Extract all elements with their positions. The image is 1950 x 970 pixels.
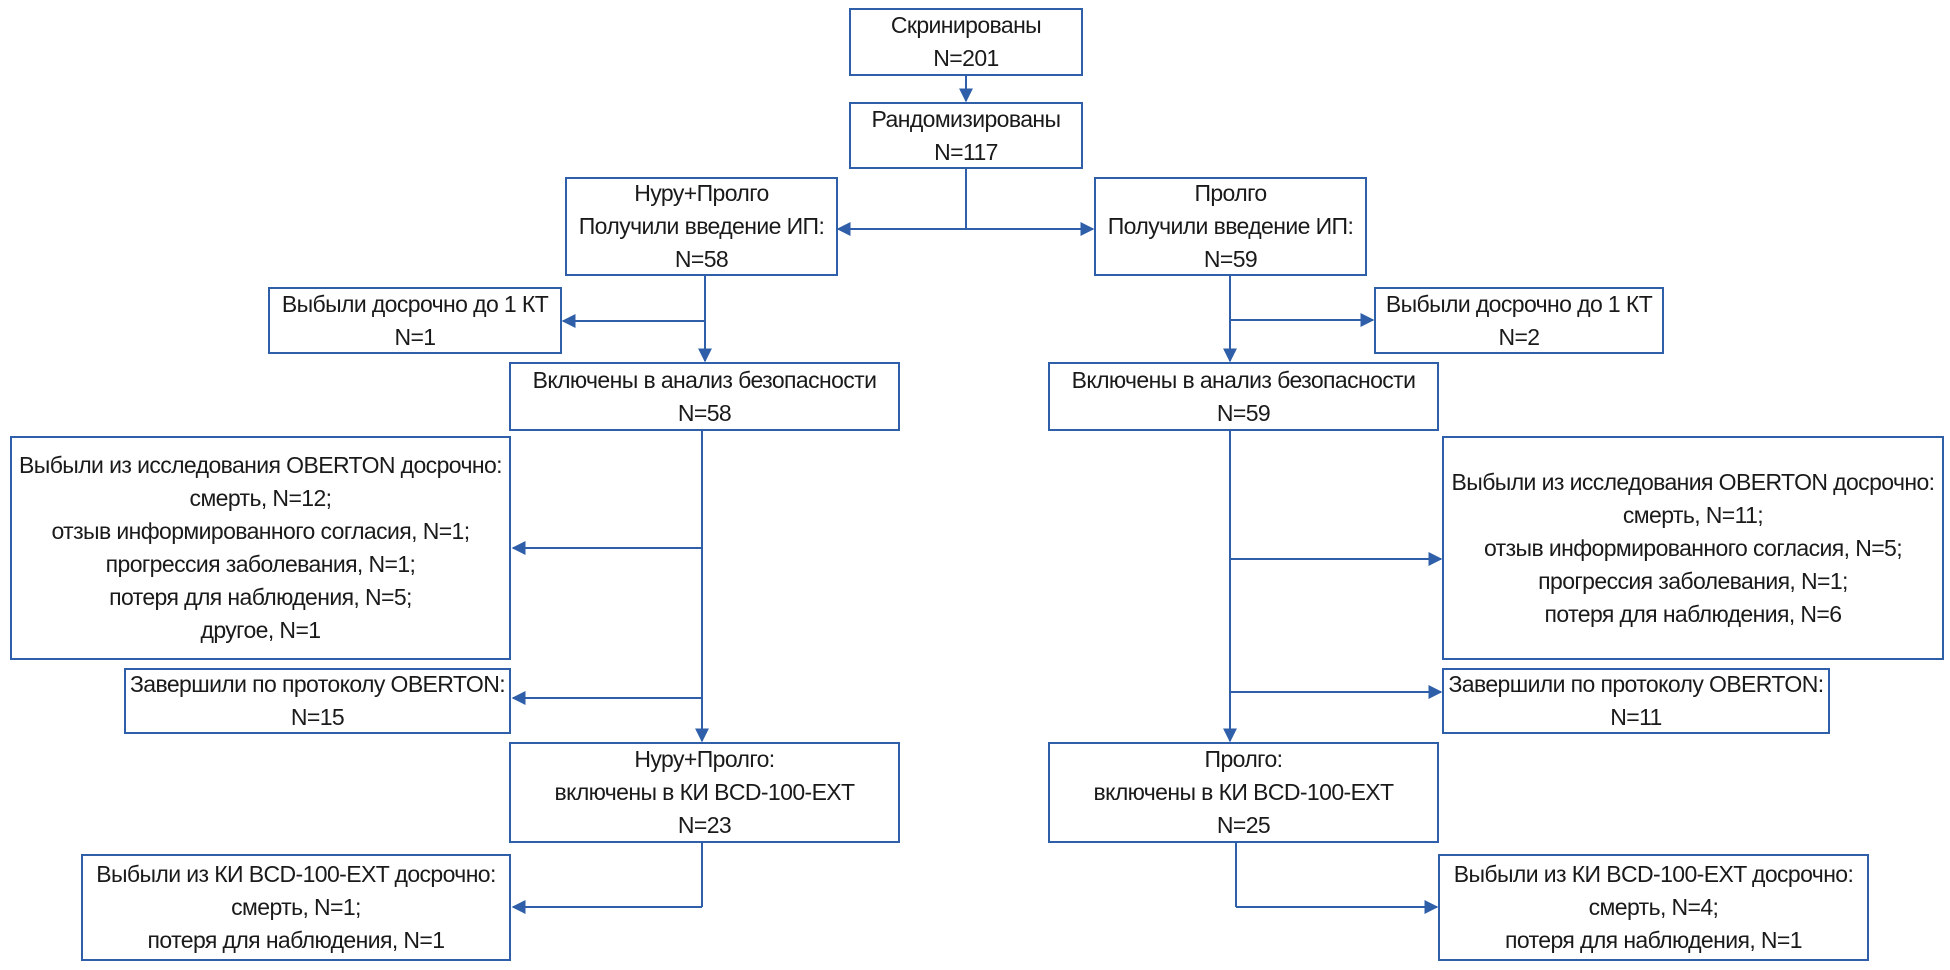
box-line: Нуру+Пролго: [634, 746, 775, 772]
box-line: N=15 [290, 704, 345, 730]
box-arm-b-oberton-drop: Выбыли из исследования OBERTON досрочно:… [1442, 436, 1944, 660]
box-line: прогрессия заболевания, N=1; [105, 551, 416, 577]
box-line: потеря для наблюдения, N=6 [1544, 600, 1843, 627]
box-line: смерть, N=11; [1622, 501, 1764, 528]
box-screened: Скринированы N=201 [849, 8, 1083, 76]
box-arm-a-ext-drop: Выбыли из КИ BCD-100-EXT досрочно: смерт… [81, 854, 511, 961]
box-arm-b-safety: Включены в анализ безопасности N=59 [1048, 362, 1439, 431]
box-line: Скринированы [890, 12, 1042, 38]
box-line: N=59 [1203, 246, 1258, 272]
box-arm-b-early-drop: Выбыли досрочно до 1 КТ N=2 [1374, 287, 1664, 354]
box-line: смерть, N=4; [1588, 894, 1719, 920]
box-line: N=1 [394, 323, 436, 350]
box-line: N=58 [674, 246, 729, 272]
box-arm-a-safety: Включены в анализ безопасности N=58 [509, 362, 900, 431]
box-line: потеря для наблюдения, N=1 [147, 927, 446, 953]
box-line: потеря для наблюдения, N=5; [109, 584, 412, 610]
box-line: включены в КИ BCD-100-EXT [554, 779, 855, 805]
box-arm-a-oberton-drop: Выбыли из исследования OBERTON досрочно:… [10, 436, 511, 660]
box-line: Завершили по протоколу OBERTON: [129, 671, 506, 697]
box-line: Выбыли из КИ BCD-100-EXT досрочно: [1453, 861, 1854, 887]
box-line: N=11 [1610, 704, 1662, 730]
box-arm-a-early-drop: Выбыли досрочно до 1 КТ N=1 [268, 287, 562, 354]
box-arm-a-dosed: Нуру+Пролго Получили введение ИП: N=58 [565, 177, 838, 276]
box-line: Выбыли из исследования OBERTON досрочно: [1451, 468, 1935, 495]
box-line: смерть, N=1; [231, 894, 361, 920]
box-arm-b-dosed: Пролго Получили введение ИП: N=59 [1094, 177, 1367, 276]
box-line: N=2 [1498, 323, 1540, 350]
box-line: смерть, N=12; [189, 485, 333, 511]
box-line: Выбыли из КИ BCD-100-EXT досрочно: [96, 861, 496, 887]
box-arm-a-completed: Завершили по протоколу OBERTON: N=15 [124, 668, 511, 734]
box-line: Включены в анализ безопасности [532, 366, 877, 393]
box-line: N=23 [677, 812, 732, 838]
box-line: Включены в анализ безопасности [1071, 366, 1416, 393]
box-arm-b-ext-drop: Выбыли из КИ BCD-100-EXT досрочно: смерт… [1438, 854, 1869, 961]
box-line: Выбыли досрочно до 1 КТ [1385, 290, 1653, 317]
box-line: Выбыли из исследования OBERTON досрочно: [19, 452, 502, 478]
box-line: N=25 [1216, 812, 1271, 838]
box-line: N=201 [933, 45, 999, 71]
box-line: другое, N=1 [200, 617, 322, 643]
box-line: Нуру+Пролго [634, 180, 769, 206]
box-line: Рандомизированы [871, 105, 1062, 132]
box-randomized: Рандомизированы N=117 [849, 102, 1083, 169]
box-line: Завершили по протоколу OBERTON: [1448, 671, 1824, 697]
box-line: N=58 [677, 399, 732, 426]
box-arm-b-completed: Завершили по протоколу OBERTON: N=11 [1442, 668, 1830, 734]
box-arm-a-ext: Нуру+Пролго: включены в КИ BCD-100-EXT N… [509, 742, 900, 843]
box-line: Пролго [1194, 180, 1267, 206]
box-line: N=59 [1216, 399, 1271, 426]
box-line: Выбыли досрочно до 1 КТ [281, 290, 549, 317]
box-line: прогрессия заболевания, N=1; [1538, 567, 1848, 594]
box-line: Пролго: [1204, 746, 1284, 772]
box-line: отзыв информированного согласия, N=1; [51, 518, 470, 544]
box-line: включены в КИ BCD-100-EXT [1093, 779, 1394, 805]
box-arm-b-ext: Пролго: включены в КИ BCD-100-EXT N=25 [1048, 742, 1439, 843]
box-line: N=117 [934, 138, 998, 165]
box-line: отзыв информированного согласия, N=5; [1483, 534, 1903, 561]
box-line: Получили введение ИП: [1107, 213, 1354, 239]
box-line: Получили введение ИП: [578, 213, 825, 239]
box-line: потеря для наблюдения, N=1 [1505, 927, 1803, 953]
